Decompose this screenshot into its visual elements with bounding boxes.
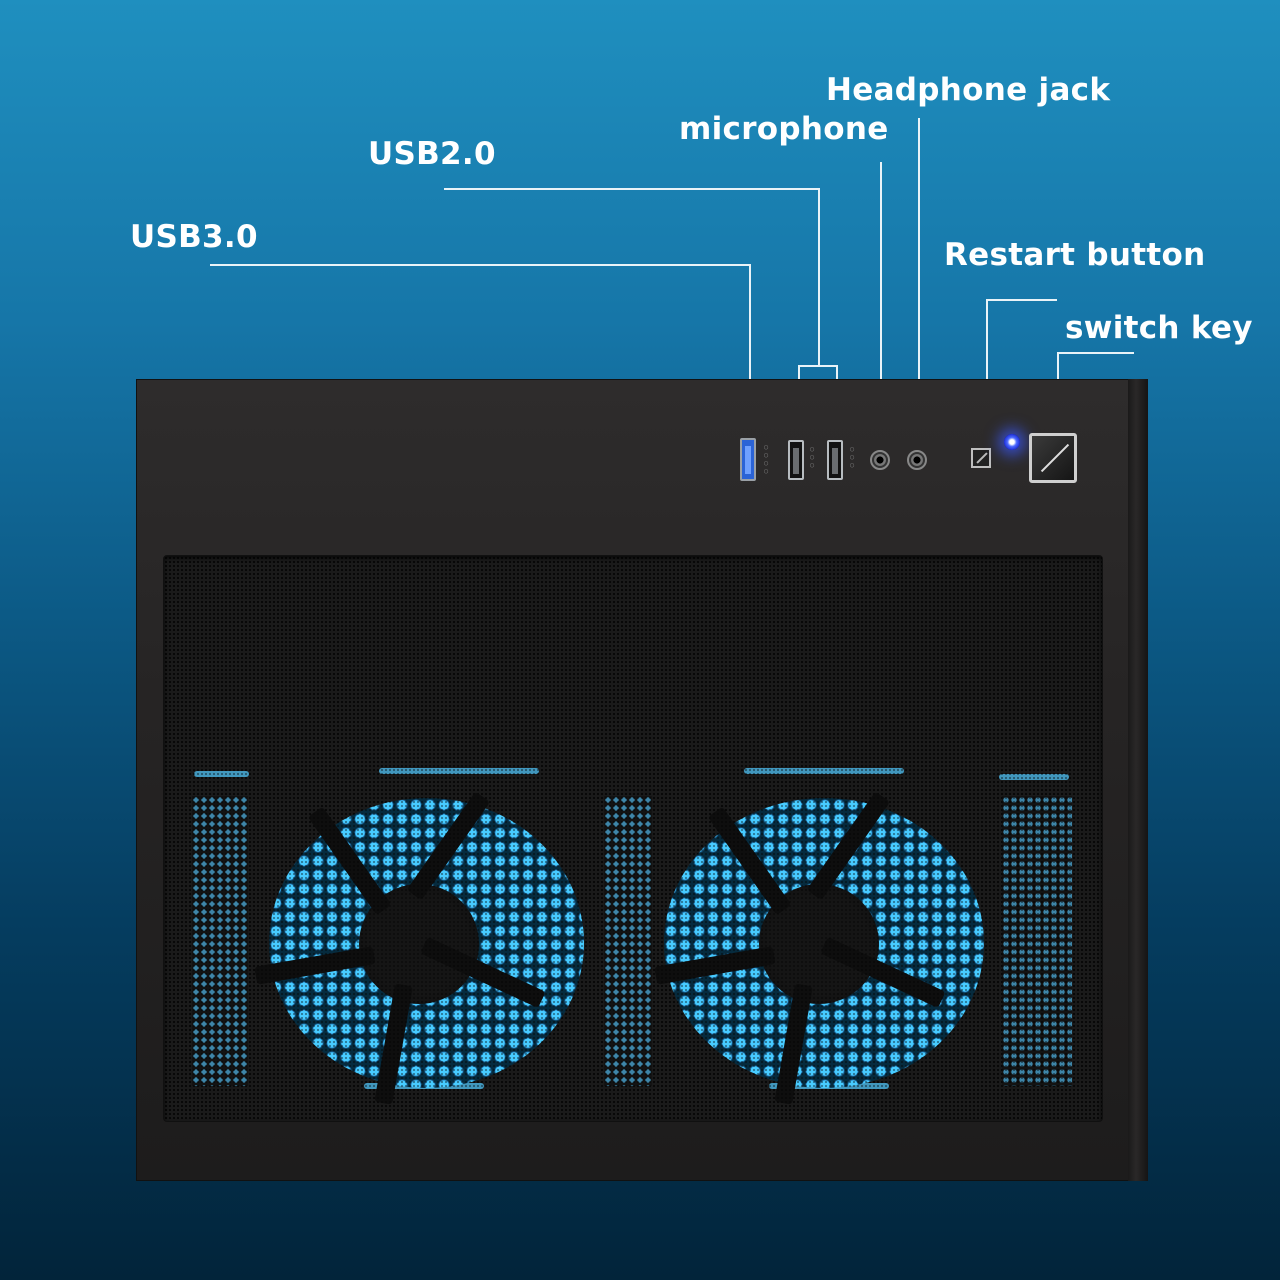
power-switch-key xyxy=(1029,433,1077,483)
switch-key-label: switch key xyxy=(1065,310,1253,346)
usb3-pin-marks: ○○○○ xyxy=(764,443,769,475)
restart-button xyxy=(971,448,991,468)
usb2-leader-split xyxy=(798,365,838,367)
power-led-icon xyxy=(1004,434,1020,450)
usb3-port xyxy=(740,438,756,481)
restart-leader-h xyxy=(986,299,1057,301)
mesh-front-panel xyxy=(163,555,1103,1122)
usb2-pin-marks-left: ○○○ xyxy=(810,445,815,469)
usb2-pin-marks-right: ○○○ xyxy=(850,445,855,469)
center-glow-strip xyxy=(604,796,652,1086)
microphone-leader-v xyxy=(880,162,882,450)
mesh-overlay xyxy=(164,556,1102,1121)
usb3-label: USB3.0 xyxy=(130,219,258,255)
usb2-leader-v xyxy=(818,188,820,366)
restart-button-label: Restart button xyxy=(944,237,1206,273)
usb2-label: USB2.0 xyxy=(368,136,496,172)
microphone-label: microphone xyxy=(679,111,889,147)
top-glow-bar-1 xyxy=(194,771,249,777)
switch-leader-h xyxy=(1057,352,1134,354)
top-glow-bar-3 xyxy=(744,768,904,774)
right-glow-strip xyxy=(1002,796,1072,1086)
top-glow-bar-2 xyxy=(379,768,539,774)
usb2-port-right xyxy=(827,440,843,480)
usb2-port-left xyxy=(788,440,804,480)
left-glow-strip xyxy=(192,796,248,1086)
headphone-jack xyxy=(907,450,927,470)
microphone-jack xyxy=(870,450,890,470)
headphone-leader-v xyxy=(918,118,920,450)
headphone-jack-label: Headphone jack xyxy=(826,72,1111,108)
case-side-edge xyxy=(1128,379,1148,1181)
top-glow-bar-4 xyxy=(999,774,1069,780)
restart-leader-v xyxy=(986,299,988,445)
usb3-leader-v xyxy=(749,264,751,436)
usb2-leader-h xyxy=(444,188,820,190)
usb3-leader-h xyxy=(210,264,751,266)
